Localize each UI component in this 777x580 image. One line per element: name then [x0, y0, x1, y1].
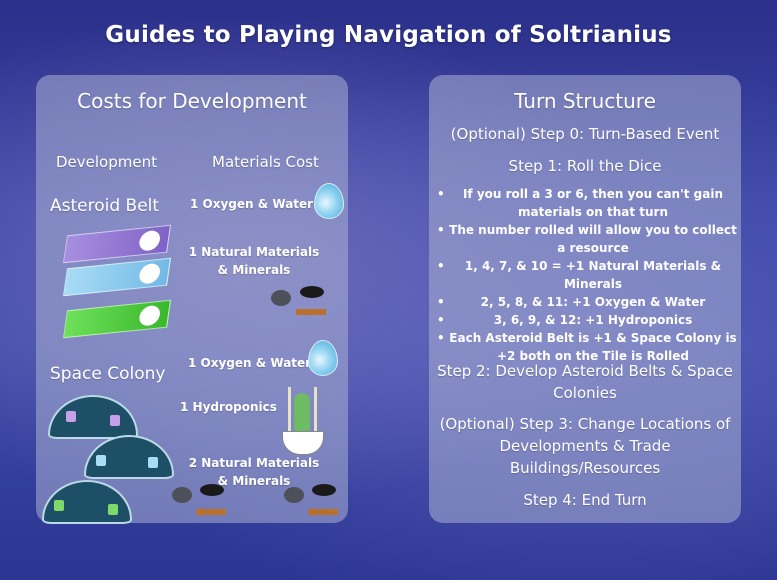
- list-item: 1, 4, 7, & 10 = +1 Natural Materials & M…: [437, 257, 737, 293]
- asteroid-belt-purple-icon: [62, 224, 172, 264]
- list-item: 3, 6, 9, & 12: +1 Hydroponics: [437, 311, 737, 329]
- step-0: (Optional) Step 0: Turn-Based Event: [450, 125, 720, 143]
- list-item: Each Asteroid Belt is +1 & Space Colony …: [437, 329, 737, 365]
- rock-icon: [284, 487, 304, 503]
- space-colony-cost-hydroponics: 1 Hydroponics: [180, 400, 277, 414]
- space-colony-cost-oxygen: 1 Oxygen & Water: [188, 356, 312, 370]
- asteroid-belt-green-icon: [62, 299, 172, 339]
- asteroid-belt-cost-materials: 1 Natural Materials & Minerals: [188, 245, 320, 277]
- space-colony-cost-materials: 2 Natural Materials & Minerals: [188, 456, 320, 488]
- coal-icon: [312, 484, 336, 496]
- space-colony-dome-icon: [42, 480, 132, 524]
- wood-icon: [196, 509, 226, 515]
- rock-icon: [271, 290, 291, 306]
- coal-icon: [300, 286, 324, 298]
- development-column-header: Development: [56, 153, 157, 171]
- dice-rules-list: If you roll a 3 or 6, then you can't gai…: [437, 185, 737, 365]
- costs-panel-title: Costs for Development: [77, 89, 307, 113]
- turn-structure-title: Turn Structure: [514, 89, 656, 113]
- list-item: 2, 5, 8, & 11: +1 Oxygen & Water: [437, 293, 737, 311]
- space-colony-dome-icon: [84, 435, 174, 479]
- costs-panel: Costs for Development Development Materi…: [36, 75, 348, 524]
- page-title: Guides to Playing Navigation of Soltrian…: [105, 22, 672, 48]
- asteroid-belt-cost-oxygen: 1 Oxygen & Water: [190, 197, 314, 211]
- space-colony-label: Space Colony: [50, 364, 166, 384]
- hydroponics-plant-icon: [276, 385, 330, 455]
- turn-structure-panel: Turn Structure (Optional) Step 0: Turn-B…: [429, 75, 741, 523]
- materials-column-header: Materials Cost: [212, 153, 319, 171]
- step-2: Step 2: Develop Asteroid Belts & Space C…: [437, 362, 733, 402]
- asteroid-belt-blue-icon: [62, 257, 172, 297]
- coal-icon: [200, 484, 224, 496]
- wood-icon: [308, 509, 338, 515]
- list-item: If you roll a 3 or 6, then you can't gai…: [437, 185, 737, 221]
- asteroid-belt-label: Asteroid Belt: [50, 196, 160, 216]
- water-drop-icon: [314, 183, 344, 219]
- water-drop-icon: [308, 340, 338, 376]
- rock-icon: [172, 487, 192, 503]
- step-4: Step 4: End Turn: [523, 491, 647, 509]
- step-1: Step 1: Roll the Dice: [508, 157, 662, 175]
- list-item: The number rolled will allow you to coll…: [437, 221, 737, 257]
- space-colony-dome-icon: [48, 395, 138, 439]
- step-3: (Optional) Step 3: Change Locations of D…: [439, 415, 731, 477]
- wood-icon: [296, 309, 326, 315]
